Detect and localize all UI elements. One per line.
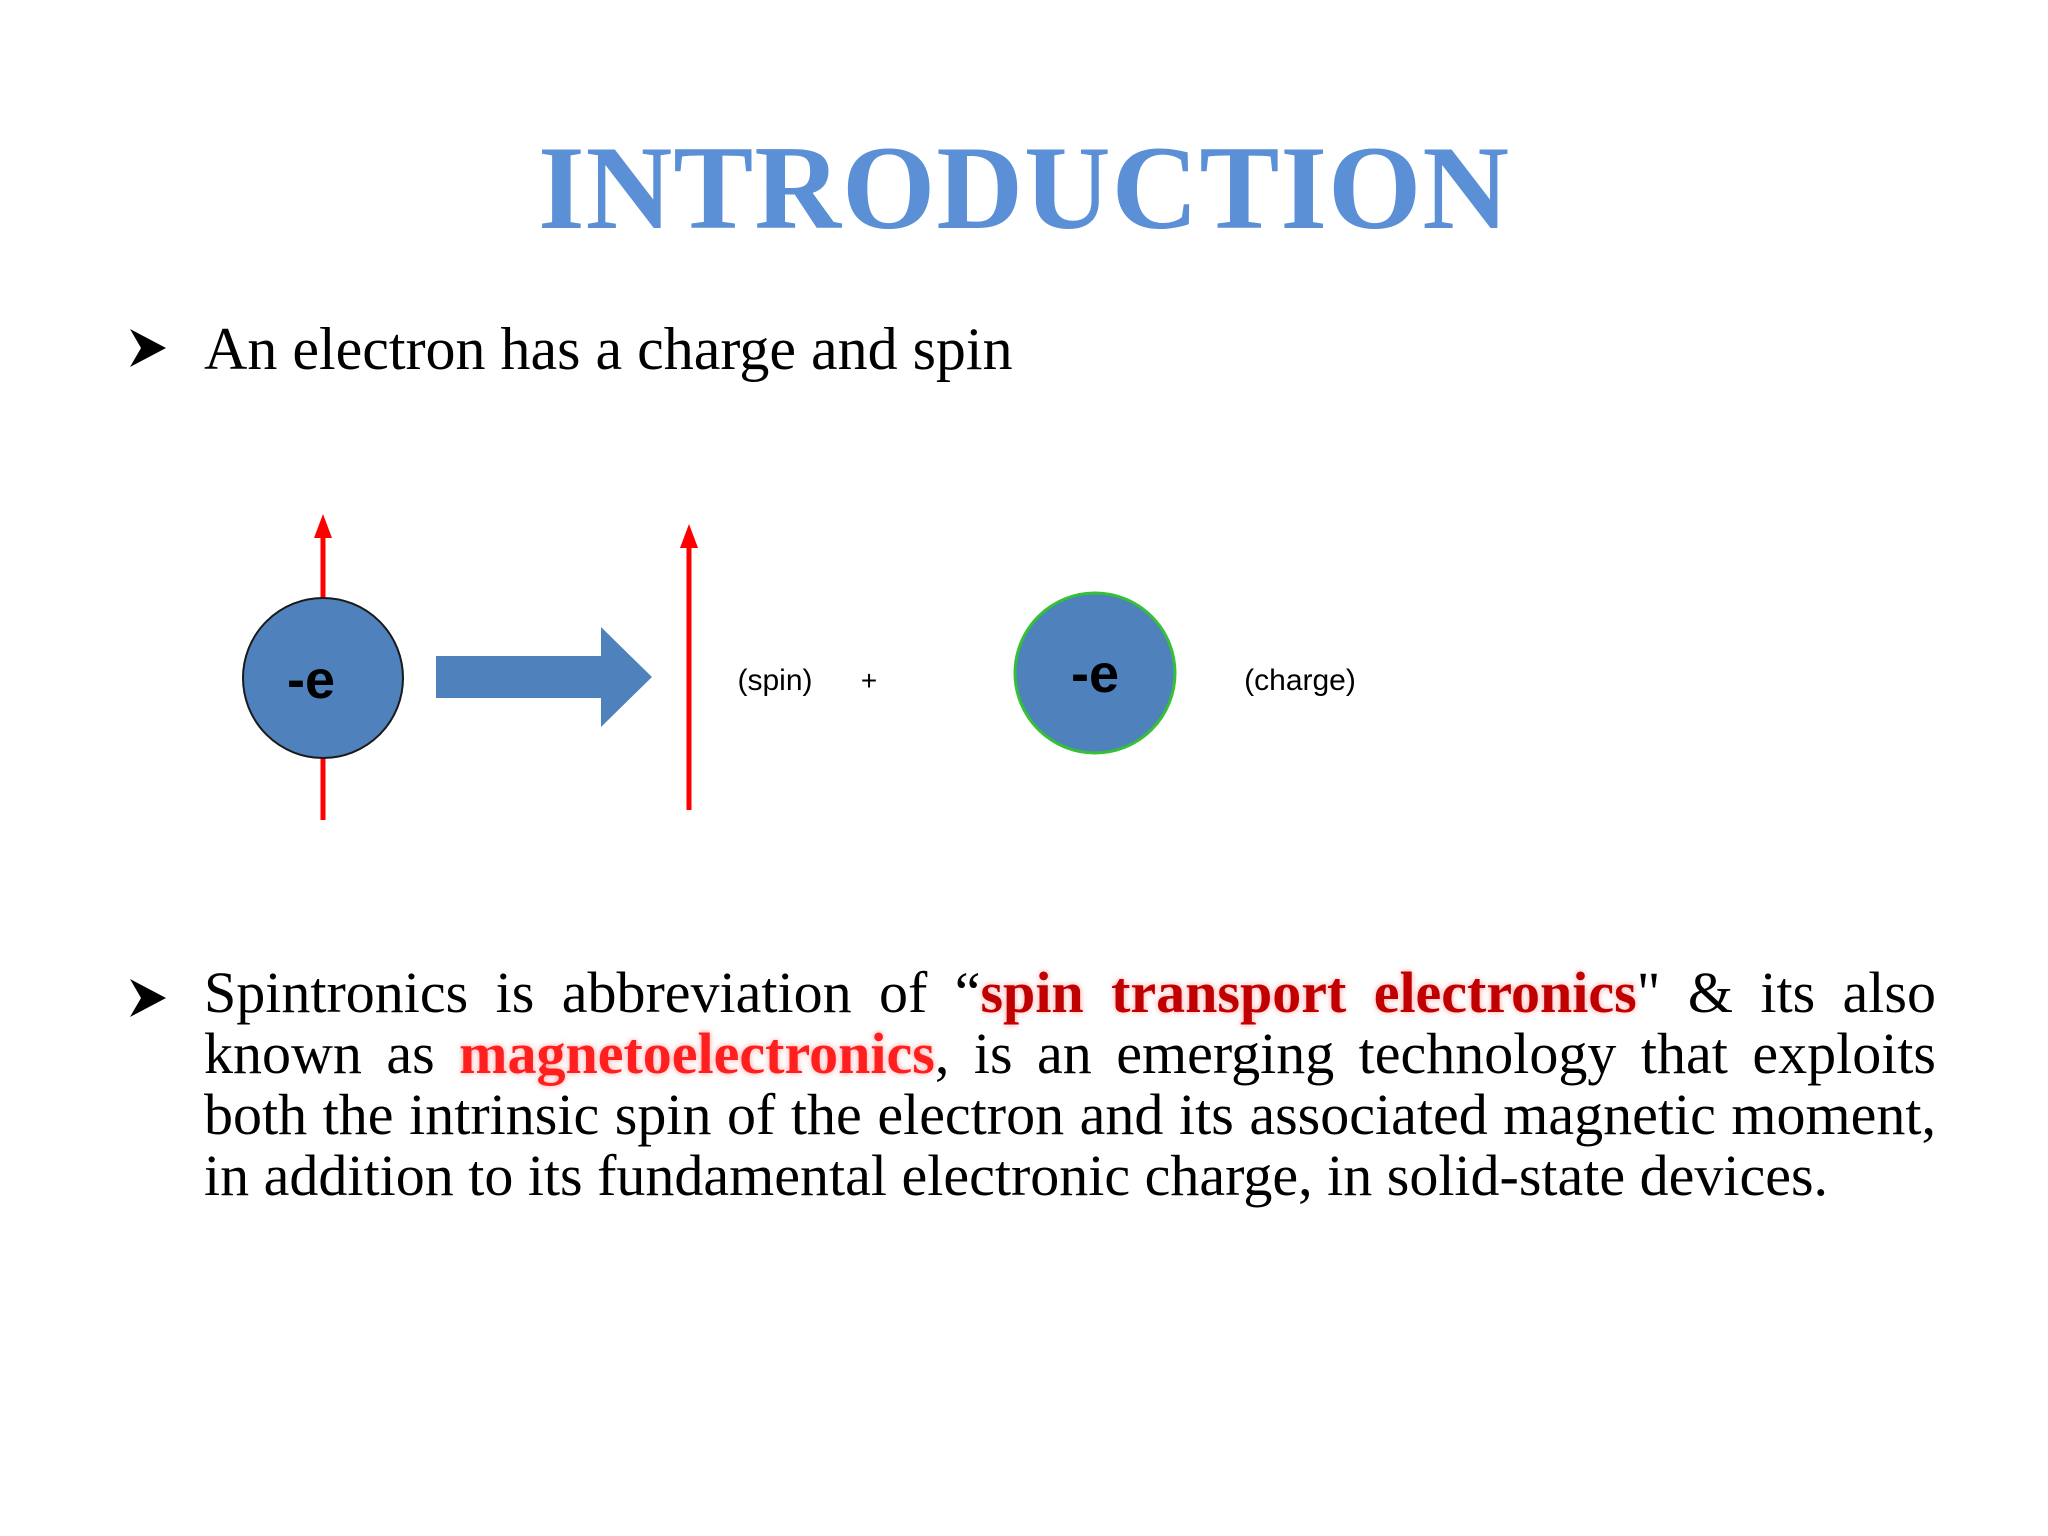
spin-label: (spin): [737, 664, 812, 697]
arrowhead-bullet-icon: [130, 329, 166, 367]
electron-circle-charge: [1013, 591, 1177, 755]
bullet-item-electron: An electron has a charge and spin: [126, 314, 1013, 384]
electron-label-charge: -e: [1071, 644, 1119, 704]
plus-label: +: [861, 665, 877, 696]
arrowhead-bullet-icon: [130, 979, 166, 1017]
highlight-spin-transport-electronics: spin transport electronics: [980, 960, 1637, 1025]
spin-arrow-icon: [680, 524, 698, 810]
electron-circle-spin: [242, 597, 404, 759]
electron-label-spin: -e: [287, 650, 335, 710]
highlight-magnetoelectronics: magnetoelectronics: [459, 1021, 935, 1086]
charge-label: (charge): [1244, 664, 1356, 697]
bullet-item-spintronics: Spintronics is abbreviation of “spin tra…: [126, 962, 1938, 1206]
paragraph-text-part3: , is an emerging technology that exploit…: [204, 1021, 1936, 1208]
electron-diagram-svg: -e (spin) + -e (charge): [242, 514, 1356, 820]
paragraph-text-part1: Spintronics is abbreviation of “: [204, 960, 981, 1025]
electron-diagram: -e (spin) + -e (charge): [0, 480, 2048, 860]
bullet-text: An electron has a charge and spin: [204, 316, 1013, 382]
slide-title: INTRODUCTION: [537, 121, 1511, 254]
paragraph-text-part2: " & its also known as: [204, 960, 1936, 1086]
spintronics-paragraph: Spintronics is abbreviation of “spin tra…: [204, 962, 1936, 1206]
block-arrow-right-icon: [436, 627, 652, 727]
